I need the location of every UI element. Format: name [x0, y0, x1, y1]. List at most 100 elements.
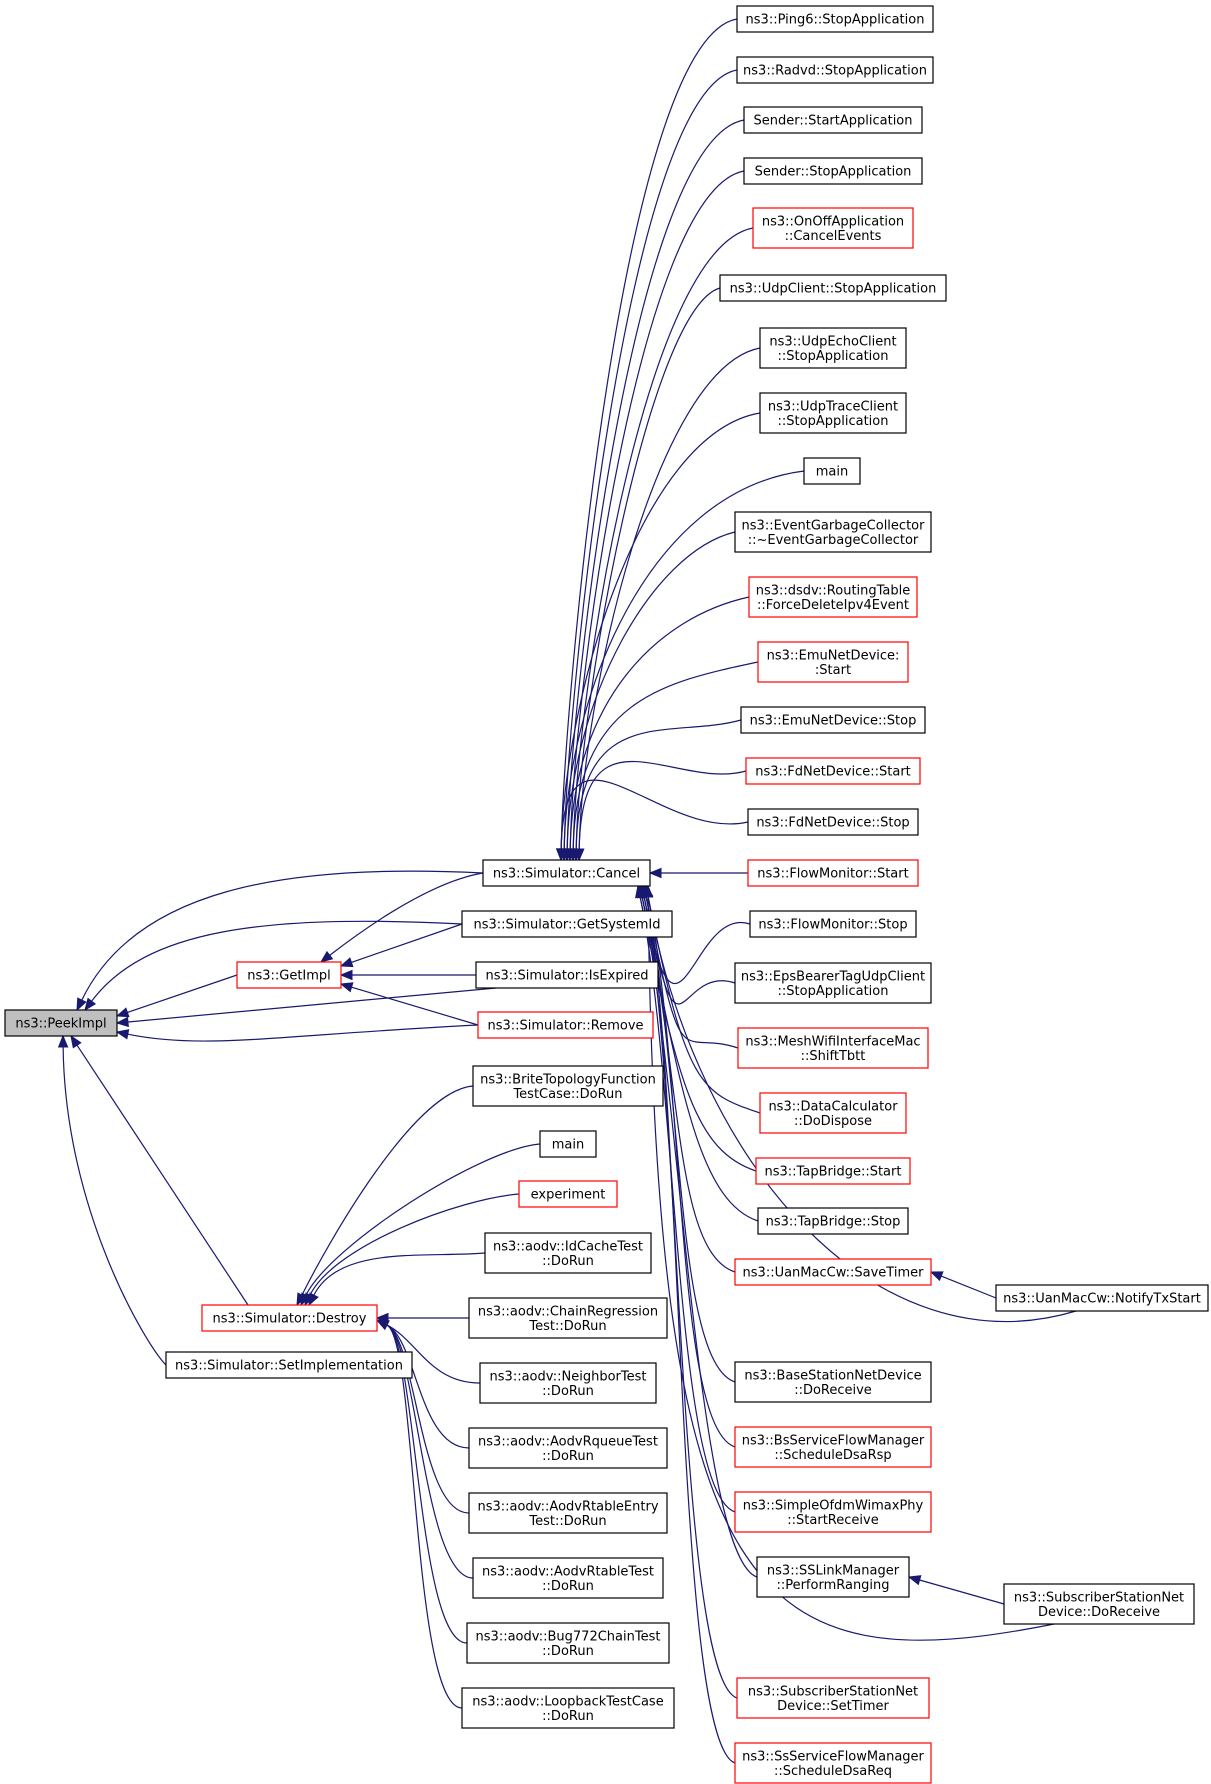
node-sslink[interactable]: ns3::SSLinkManager::PerformRanging — [756, 1556, 910, 1598]
node-label: ns3::MeshWifiInterfaceMac — [745, 1034, 920, 1049]
edge-cancel-flowstart — [648, 867, 748, 879]
edge-cancel-udpecho — [573, 347, 761, 862]
node-label: ns3::BriteTopologyFunction — [480, 1072, 656, 1087]
node-getimpl[interactable]: ns3::GetImpl — [236, 961, 342, 989]
node-box — [736, 1677, 930, 1719]
node-datacalc[interactable]: ns3::DataCalculator::DoDispose — [759, 1092, 907, 1134]
node-fdstart[interactable]: ns3::FdNetDevice::Start — [745, 757, 921, 785]
node-label: Test::DoRun — [528, 1319, 606, 1334]
node-uansave[interactable]: ns3::UanMacCw::SaveTimer — [734, 1258, 932, 1286]
node-label: ns3::SimpleOfdmWimaxPhy — [743, 1498, 924, 1513]
node-onoff[interactable]: ns3::OnOffApplication::CancelEvents — [752, 207, 914, 249]
node-destroy[interactable]: ns3::Simulator::Destroy — [201, 1304, 378, 1332]
node-udpecho[interactable]: ns3::UdpEchoClient::StopApplication — [759, 327, 907, 369]
node-evgc[interactable]: ns3::EventGarbageCollector::~EventGarbag… — [734, 511, 932, 553]
node-ofdm[interactable]: ns3::SimpleOfdmWimaxPhy::StartReceive — [734, 1491, 932, 1533]
node-loopback[interactable]: ns3::aodv::LoopbackTestCase::DoRun — [461, 1687, 675, 1729]
edge-getimpl-cancel — [319, 872, 484, 963]
node-brite[interactable]: ns3::BriteTopologyFunctionTestCase::DoRu… — [472, 1065, 664, 1107]
node-flowstart[interactable]: ns3::FlowMonitor::Start — [747, 859, 919, 887]
node-bsnetdev[interactable]: ns3::BaseStationNetDevice::DoReceive — [734, 1361, 932, 1403]
node-getsystemid[interactable]: ns3::Simulator::GetSystemId — [461, 910, 673, 938]
node-ssflow[interactable]: ns3::SsServiceFlowManager::ScheduleDsaRe… — [734, 1742, 932, 1784]
node-rtable[interactable]: ns3::aodv::AodvRtableTest::DoRun — [472, 1557, 664, 1599]
node-emustop[interactable]: ns3::EmuNetDevice::Stop — [740, 706, 926, 734]
edge-cancel-ssnetrecv — [642, 884, 1055, 1641]
node-ping6[interactable]: ns3::Ping6::StopApplication — [736, 5, 934, 33]
node-label: ::StopApplication — [778, 984, 889, 999]
node-radvd[interactable]: ns3::Radvd::StopApplication — [736, 56, 934, 84]
node-experiment[interactable]: experiment — [518, 1180, 618, 1208]
node-label: ::~EventGarbageCollector — [748, 533, 919, 548]
node-tapstop[interactable]: ns3::TapBridge::Stop — [757, 1207, 909, 1235]
node-label: ns3::FdNetDevice::Start — [755, 765, 911, 780]
node-box — [484, 1232, 652, 1274]
node-label: ::ScheduleDsaRsp — [774, 1448, 891, 1463]
node-box — [734, 1491, 932, 1533]
node-box — [752, 207, 914, 249]
node-setimpl[interactable]: ns3::Simulator::SetImplementation — [165, 1351, 413, 1379]
node-bug772[interactable]: ns3::aodv::Bug772ChainTest::DoRun — [466, 1622, 670, 1664]
node-label: ns3::Simulator::Cancel — [493, 867, 640, 882]
arrowhead — [375, 1319, 390, 1330]
node-neighbor[interactable]: ns3::aodv::NeighborTest::DoRun — [479, 1362, 657, 1404]
arrowhead — [84, 997, 97, 1012]
node-uannotify[interactable]: ns3::UanMacCw::NotifyTxStart — [995, 1284, 1209, 1312]
node-main1[interactable]: main — [803, 457, 861, 485]
node-box — [757, 1207, 909, 1235]
edge-destroy-chainreg — [375, 1312, 469, 1324]
node-box — [756, 1556, 910, 1598]
edge-sslink-ssnetrecv — [907, 1575, 1005, 1605]
arrowhead — [339, 969, 353, 981]
node-rqueue[interactable]: ns3::aodv::AodvRqueueTest::DoRun — [468, 1427, 668, 1469]
node-idcache[interactable]: ns3::aodv::IdCacheTest::DoRun — [484, 1232, 652, 1274]
node-flowstop[interactable]: ns3::FlowMonitor::Stop — [749, 910, 917, 938]
node-box — [479, 1362, 657, 1404]
node-main2[interactable]: main — [539, 1130, 597, 1158]
graph-nodes: ns3::PeekImplns3::Simulator::Cancelns3::… — [4, 5, 1209, 1784]
node-box — [736, 56, 934, 84]
node-ssnettimer[interactable]: ns3::SubscriberStationNetDevice::SetTime… — [736, 1677, 930, 1719]
node-box — [461, 1687, 675, 1729]
arrowhead — [115, 1007, 130, 1018]
edge-peek-setimpl — [57, 1034, 167, 1366]
node-udpclient[interactable]: ns3::UdpClient::StopApplication — [719, 274, 947, 302]
node-box — [719, 274, 947, 302]
node-ssnetrecv[interactable]: ns3::SubscriberStationNetDevice::DoRecei… — [1003, 1583, 1195, 1625]
node-label: ns3::Simulator::GetSystemId — [473, 918, 660, 933]
node-cancel[interactable]: ns3::Simulator::Cancel — [482, 859, 651, 887]
node-box — [757, 641, 909, 683]
node-dsdv[interactable]: ns3::dsdv::RoutingTable::ForceDeleteIpv4… — [748, 576, 918, 618]
node-label: ns3::dsdv::RoutingTable — [756, 583, 911, 598]
node-label: Sender::StartApplication — [753, 114, 912, 129]
node-tapstart[interactable]: ns3::TapBridge::Start — [755, 1157, 911, 1185]
node-isexpired[interactable]: ns3::Simulator::IsExpired — [475, 961, 659, 989]
node-fdstop[interactable]: ns3::FdNetDevice::Stop — [747, 808, 919, 836]
node-udptrace[interactable]: ns3::UdpTraceClient::StopApplication — [759, 392, 907, 434]
node-label: ns3::FlowMonitor::Start — [757, 867, 908, 882]
node-meshwifi[interactable]: ns3::MeshWifiInterfaceMac::ShiftTbtt — [737, 1027, 929, 1069]
node-label: ns3::aodv::IdCacheTest — [493, 1239, 643, 1254]
node-box — [466, 1622, 670, 1664]
node-label: ns3::FdNetDevice::Stop — [756, 816, 909, 831]
edge-destroy-rtableentry — [375, 1319, 470, 1514]
node-box — [748, 576, 918, 618]
node-emustart[interactable]: ns3::EmuNetDevice::Start — [757, 641, 909, 683]
node-label: ns3::OnOffApplication — [762, 214, 904, 229]
node-label: ns3::DataCalculator — [768, 1099, 898, 1114]
node-box — [475, 961, 659, 989]
node-label: TestCase::DoRun — [512, 1087, 622, 1102]
node-senderstop[interactable]: Sender::StopApplication — [743, 157, 923, 185]
edge-cancel-radvd — [558, 69, 738, 862]
node-epsbearer[interactable]: ns3::EpsBearerTagUdpClient::StopApplicat… — [734, 962, 932, 1004]
node-remove[interactable]: ns3::Simulator::Remove — [477, 1011, 654, 1039]
node-bsflow[interactable]: ns3::BsServiceFlowManager::ScheduleDsaRs… — [734, 1426, 932, 1468]
node-label: ns3::Simulator::Destroy — [213, 1312, 367, 1327]
node-senderstart[interactable]: Sender::StartApplication — [743, 106, 923, 134]
node-box — [1003, 1583, 1195, 1625]
node-box — [461, 910, 673, 938]
node-box — [737, 1027, 929, 1069]
